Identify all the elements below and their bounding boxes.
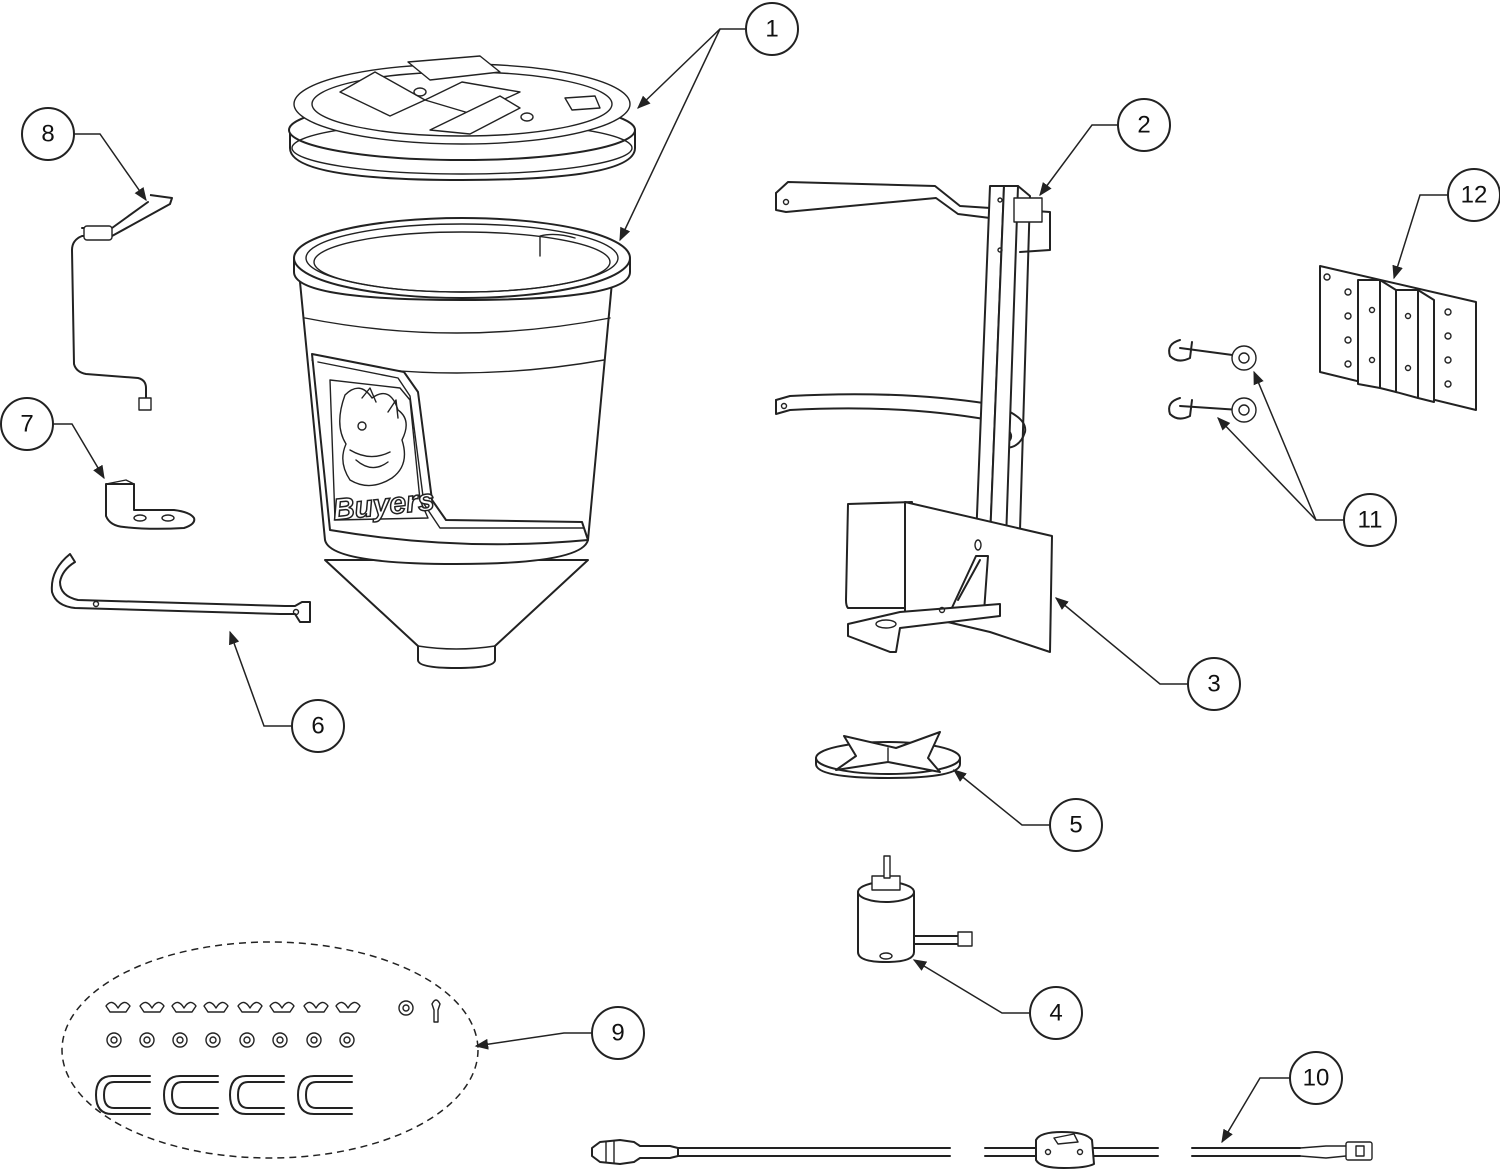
hitch-pins xyxy=(1168,339,1257,423)
callout-10: 10 xyxy=(1289,1051,1343,1105)
callout-label: 10 xyxy=(1303,1065,1330,1092)
callout-7: 7 xyxy=(0,397,54,451)
callout-3: 3 xyxy=(1187,657,1241,711)
callout-5: 5 xyxy=(1049,798,1103,852)
callout-label: 1 xyxy=(765,16,778,43)
callout-12: 12 xyxy=(1447,168,1500,222)
leader-lines xyxy=(25,28,1448,1144)
u-bolts-row xyxy=(95,1075,353,1115)
hardware-kit xyxy=(61,941,479,1159)
wiring-harness xyxy=(591,1131,1373,1169)
brand-logo-text: Buyers xyxy=(331,484,436,527)
spinner-disc xyxy=(815,731,961,779)
spinner-bracket xyxy=(105,479,196,530)
callout-label: 4 xyxy=(1049,1000,1062,1027)
callout-label: 7 xyxy=(20,411,33,438)
callout-label: 6 xyxy=(311,713,324,740)
frame-assembly xyxy=(775,181,1053,653)
callout-label: 8 xyxy=(41,121,54,148)
callout-11: 11 xyxy=(1343,493,1397,547)
callout-label: 2 xyxy=(1137,112,1150,139)
callout-8: 8 xyxy=(21,107,75,161)
callout-4: 4 xyxy=(1029,986,1083,1040)
callout-label: 11 xyxy=(1358,507,1383,534)
mounting-strap xyxy=(50,553,311,623)
callout-1: 1 xyxy=(745,2,799,56)
hopper-lid xyxy=(288,55,636,181)
mounting-plate xyxy=(1319,265,1477,411)
callout-6: 6 xyxy=(291,699,345,753)
hopper-body: Buyers xyxy=(293,217,631,669)
callout-label: 5 xyxy=(1069,812,1082,839)
callout-label: 12 xyxy=(1461,182,1488,209)
agitator-rod xyxy=(71,194,173,411)
washers-row xyxy=(106,1032,355,1048)
callout-9: 9 xyxy=(591,1006,645,1060)
callout-label: 3 xyxy=(1207,671,1220,698)
callout-2: 2 xyxy=(1117,98,1171,152)
wing-nuts-row xyxy=(105,1001,361,1013)
motor xyxy=(857,855,973,963)
callout-label: 9 xyxy=(611,1020,624,1047)
